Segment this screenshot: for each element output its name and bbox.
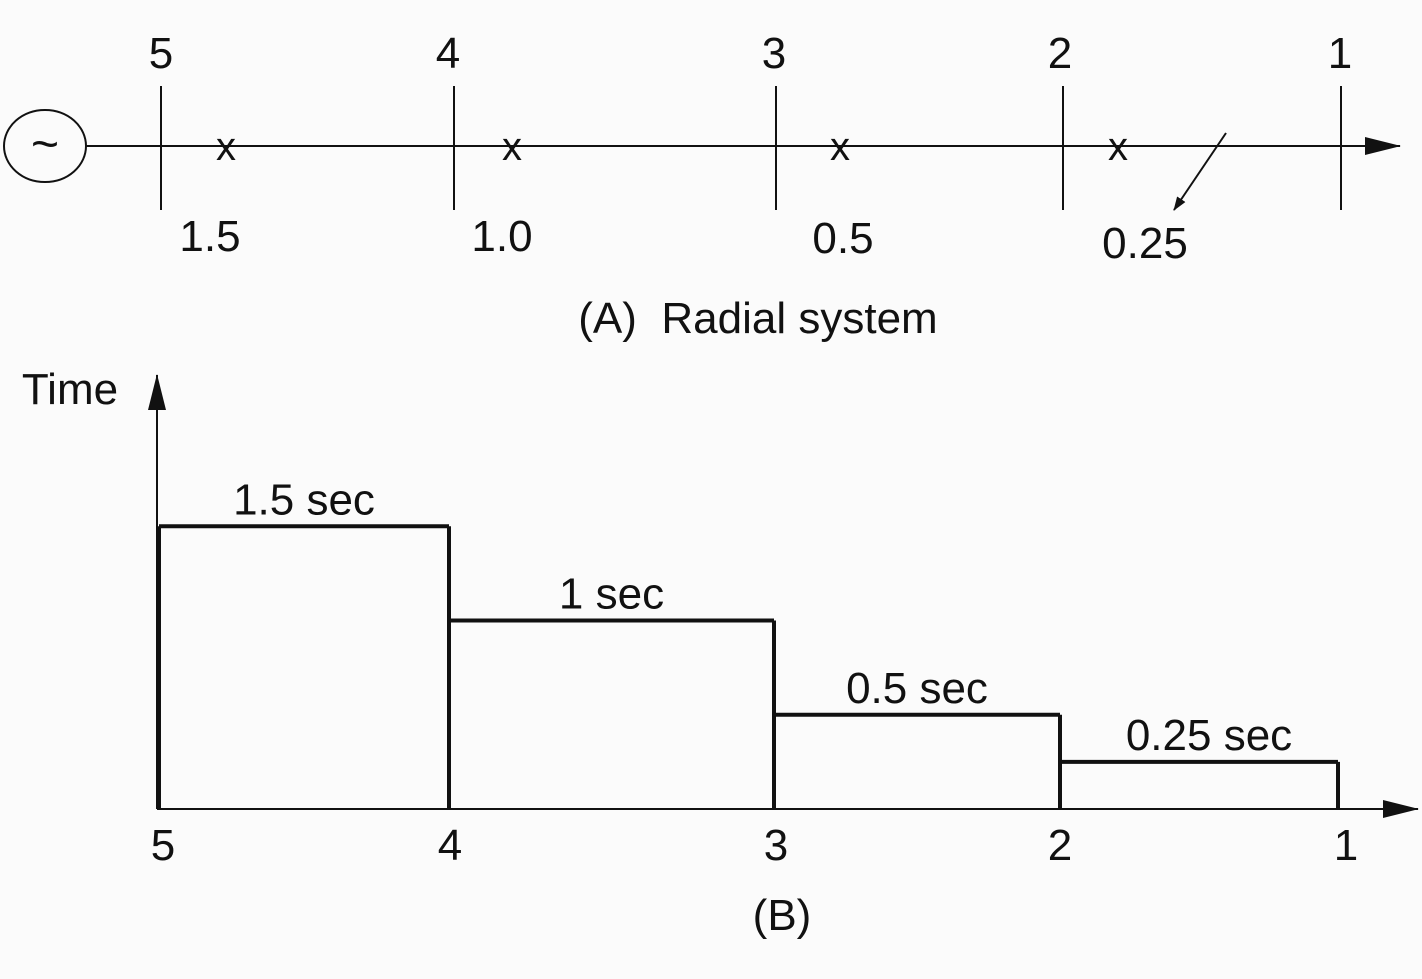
generator-source: ~ xyxy=(3,109,87,183)
relay-setting-4: 1.0 xyxy=(471,212,532,261)
bus-label-5: 5 xyxy=(149,29,173,78)
generator-symbol: ~ xyxy=(31,118,59,171)
relay-mark-3: x xyxy=(830,125,850,169)
step-label-3-2: 0.5 sec xyxy=(846,664,988,713)
relay-setting-2: 0.25 xyxy=(1102,219,1188,268)
part-b-time-grading: Time 1.5 sec 1 sec 0.5 sec 0.25 sec 5 4 3 2… xyxy=(22,365,1419,940)
part-a-radial-system: ~ 5 4 3 2 1 x x x x 1.5 1.0 0.5 0.25 (A)… xyxy=(3,29,1401,343)
relay-mark-2: x xyxy=(1108,125,1128,169)
bus-label-3: 3 xyxy=(762,29,786,78)
x-tick-label-2: 2 xyxy=(1048,821,1072,870)
bus-label-2: 2 xyxy=(1048,29,1072,78)
step-label-2-1: 0.25 sec xyxy=(1126,711,1292,760)
y-axis-label: Time xyxy=(22,365,118,414)
x-tick-label-3: 3 xyxy=(764,821,788,870)
bus-label-4: 4 xyxy=(436,29,460,78)
relay-setting-5: 1.5 xyxy=(179,212,240,261)
relay-mark-4: x xyxy=(502,125,522,169)
relay-mark-5: x xyxy=(216,125,236,169)
caption-a: (A) Radial system xyxy=(578,294,937,343)
step-label-4-3: 1 sec xyxy=(559,570,664,619)
step-label-5-4: 1.5 sec xyxy=(233,475,375,524)
step-curve: 1.5 sec 1 sec 0.5 sec 0.25 sec xyxy=(157,475,1340,809)
x-tick-label-1: 1 xyxy=(1334,821,1358,870)
bus-label-1: 1 xyxy=(1328,29,1352,78)
x-tick-label-5: 5 xyxy=(151,821,175,870)
caption-b: (B) xyxy=(753,891,812,940)
x-tick-label-4: 4 xyxy=(438,821,462,870)
setting-pointer-arrow xyxy=(1173,132,1227,211)
relay-setting-3: 0.5 xyxy=(812,214,873,263)
